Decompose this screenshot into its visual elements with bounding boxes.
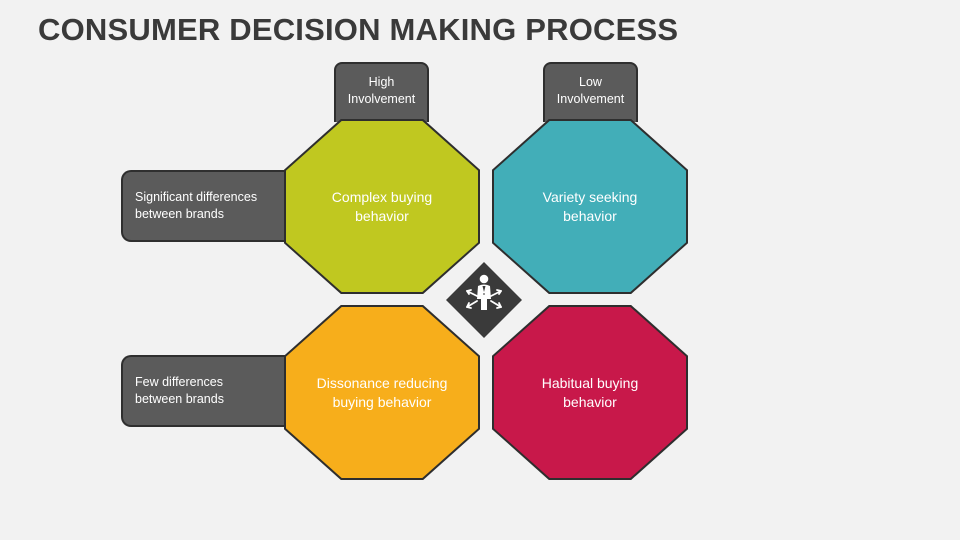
quadrant-label-line: behavior [355, 207, 409, 224]
quadrant-label: Dissonance reducing buying behavior [299, 374, 466, 412]
row-header-line: between brands [135, 392, 224, 406]
column-header-high-involvement: High Involvement [334, 62, 429, 122]
row-header-line: Significant differences [135, 190, 258, 204]
quadrant-label-line: Variety seeking [542, 188, 638, 205]
quadrant-complex-buying-behavior: Complex buying behavior [284, 119, 480, 294]
page-title: CONSUMER DECISION MAKING PROCESS [38, 12, 679, 47]
row-header-few-differences: Few differences between brands [121, 355, 301, 427]
quadrant-fill: Variety seeking behavior [494, 121, 686, 292]
column-header-line: Involvement [556, 92, 625, 106]
quadrant-label-line: behavior [563, 393, 617, 410]
quadrant-dissonance-reducing-buying-behavior: Dissonance reducing buying behavior [284, 305, 480, 480]
quadrant-label: Habitual buying behavior [524, 374, 657, 412]
quadrant-habitual-buying-behavior: Habitual buying behavior [492, 305, 688, 480]
quadrant-variety-seeking-behavior: Variety seeking behavior [492, 119, 688, 294]
column-header-line: Involvement [347, 92, 416, 106]
decision-maker-icon [466, 274, 502, 310]
quadrant-label: Complex buying behavior [314, 188, 450, 226]
column-header-line: High [368, 75, 395, 89]
quadrant-label-line: behavior [563, 207, 617, 224]
quadrant-fill: Complex buying behavior [286, 121, 478, 292]
quadrant-label-line: Complex buying [331, 188, 433, 205]
row-header-line: between brands [135, 207, 224, 221]
quadrant-label-line: Dissonance reducing [316, 374, 448, 391]
quadrant-label-line: Habitual buying [541, 374, 639, 391]
quadrant-label-line: buying behavior [332, 393, 432, 410]
quadrant-label: Variety seeking behavior [525, 188, 656, 226]
center-diamond [446, 262, 522, 338]
quadrant-fill: Dissonance reducing buying behavior [286, 307, 478, 478]
row-header-significant-differences: Significant differences between brands [121, 170, 301, 242]
quadrant-fill: Habitual buying behavior [494, 307, 686, 478]
row-header-line: Few differences [135, 375, 224, 389]
column-header-line: Low [579, 75, 602, 89]
column-header-low-involvement: Low Involvement [543, 62, 638, 122]
